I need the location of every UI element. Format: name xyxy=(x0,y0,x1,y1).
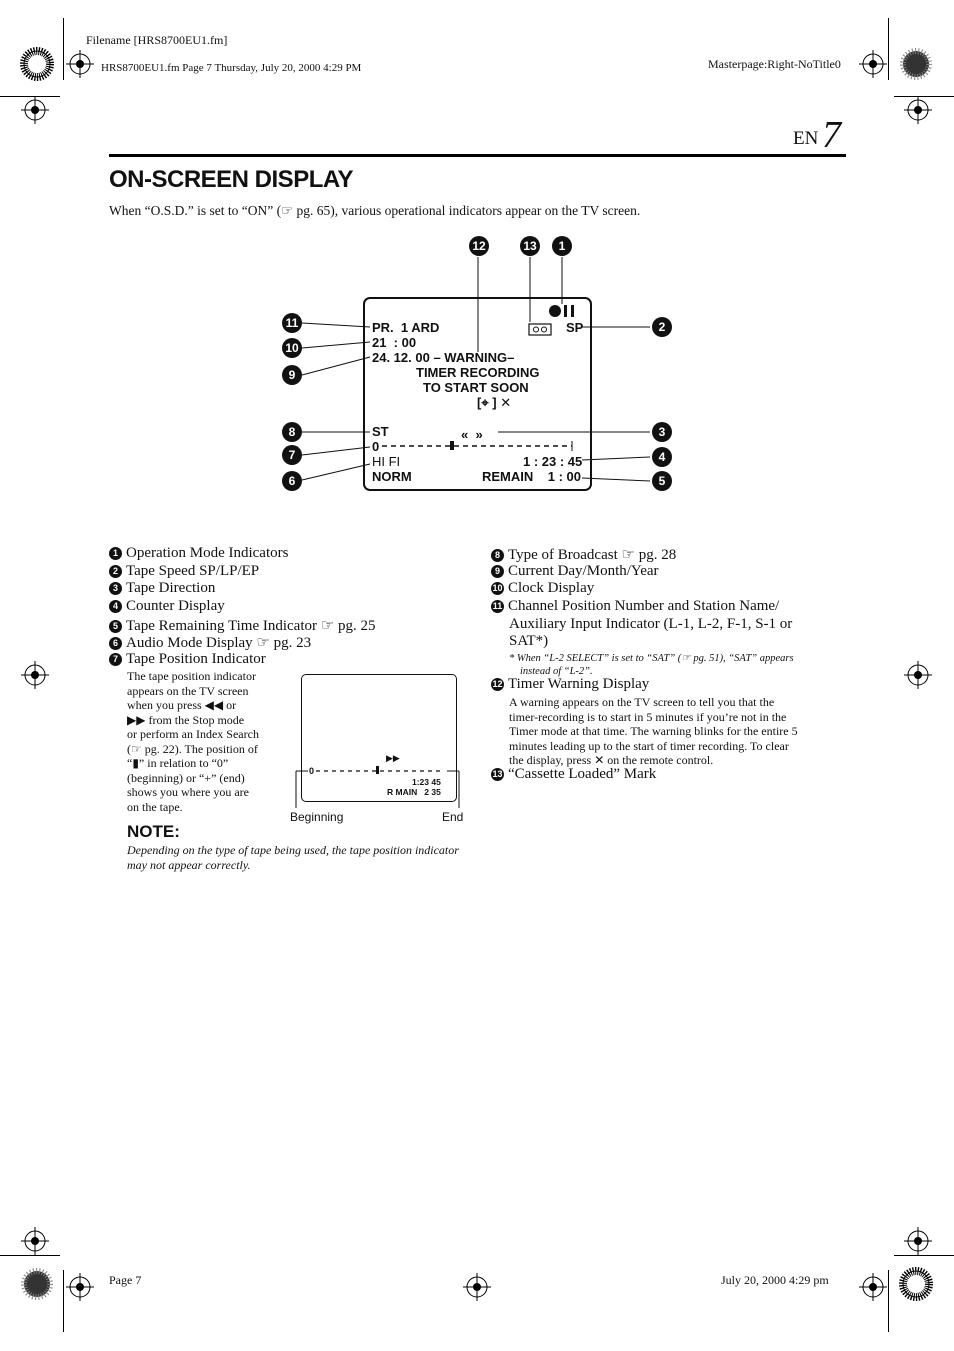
footer-page: Page 7 xyxy=(109,1273,142,1287)
filename-label: Filename [HRS8700EU1.fm] xyxy=(86,33,228,47)
osd-counter: 1 : 23 : 45 xyxy=(523,454,583,469)
osd-clock: 21 : 00 xyxy=(372,335,417,350)
osd-channel: PR. 1 ARD xyxy=(372,320,440,335)
callout-1: 1 xyxy=(552,236,572,256)
mini-tape-bar xyxy=(295,766,460,808)
callout-4: 4 xyxy=(652,447,672,467)
starburst-icon xyxy=(903,1271,929,1297)
mini-remain: R MAIN 2 35 xyxy=(387,787,441,797)
registration-icon xyxy=(903,1226,933,1256)
tape-position-description: The tape position indicator appears on t… xyxy=(127,669,259,814)
header-rule xyxy=(109,154,846,157)
cassette-icon xyxy=(528,323,552,336)
osd-broadcast-type: ST xyxy=(372,424,389,439)
callout-13: 13 xyxy=(520,236,540,256)
registration-icon xyxy=(858,1272,888,1302)
callout-6: 6 xyxy=(282,471,302,491)
osd-tape-zero: 0 xyxy=(372,439,380,454)
footer-date: July 20, 2000 4:29 pm xyxy=(721,1273,829,1287)
intro-text: When “O.S.D.” is set to “ON” (☞ pg. 65),… xyxy=(109,203,641,218)
callout-11: 11 xyxy=(282,313,302,333)
registration-icon xyxy=(65,1272,95,1302)
callout-8: 8 xyxy=(282,422,302,442)
osd-warning-line4: [⌖ ] ✕ xyxy=(477,395,512,410)
pause-icon xyxy=(564,305,567,317)
osd-date-warning: 24. 12. 00 – WARNING– xyxy=(372,350,515,365)
masterpage-label: Masterpage:Right-NoTitle0 xyxy=(708,57,841,71)
colorball-icon xyxy=(24,1271,50,1297)
file-stamp: HRS8700EU1.fm Page 7 Thursday, July 20, … xyxy=(101,62,362,74)
mini-tv-screen xyxy=(301,674,457,802)
list-item: 13“Cassette Loaded” Mark xyxy=(491,766,657,782)
mini-time: 1:23 45 xyxy=(412,777,441,787)
callout-5: 5 xyxy=(652,471,672,491)
record-icon xyxy=(549,305,561,317)
page-number: 7 xyxy=(822,114,841,156)
registration-icon xyxy=(20,1226,50,1256)
callout-10: 10 xyxy=(282,338,302,358)
osd-tape-direction: « » xyxy=(461,427,483,442)
osd-remain: REMAIN 1 : 00 xyxy=(482,469,581,484)
footnote: * When “L-2 SELECT” is set to “SAT” (☞ p… xyxy=(509,653,794,677)
osd-audio-mode: HI FI xyxy=(372,454,401,469)
note-heading: NOTE: xyxy=(127,822,180,841)
registration-icon xyxy=(462,1272,492,1302)
callout-2: 2 xyxy=(652,317,672,337)
beginning-label: Beginning xyxy=(290,810,344,824)
osd-warning-line2: TIMER RECORDING xyxy=(416,365,540,380)
note-text: Depending on the type of tape being used… xyxy=(127,843,459,872)
mini-zero: 0 xyxy=(309,766,315,776)
osd-norm: NORM xyxy=(372,469,412,484)
osd-diagram-lines xyxy=(301,257,651,482)
language-label: EN xyxy=(793,128,819,149)
osd-warning-line3: TO START SOON xyxy=(423,380,529,395)
callout-9: 9 xyxy=(282,365,302,385)
callout-12: 12 xyxy=(469,236,489,256)
mini-ff-icon: ▶▶ xyxy=(386,753,400,763)
list-item-continued: Auxiliary Input Indicator (L-1, L-2, F-1… xyxy=(509,616,793,632)
callout-3: 3 xyxy=(652,422,672,442)
list-item-continued: SAT*) xyxy=(509,633,549,649)
callout-7: 7 xyxy=(282,445,302,465)
osd-tape-speed: SP xyxy=(566,320,584,335)
section-title: ON-SCREEN DISPLAY xyxy=(109,166,354,193)
end-label: End xyxy=(442,810,464,824)
timer-warning-description: A warning appears on the TV screen to te… xyxy=(509,695,798,767)
